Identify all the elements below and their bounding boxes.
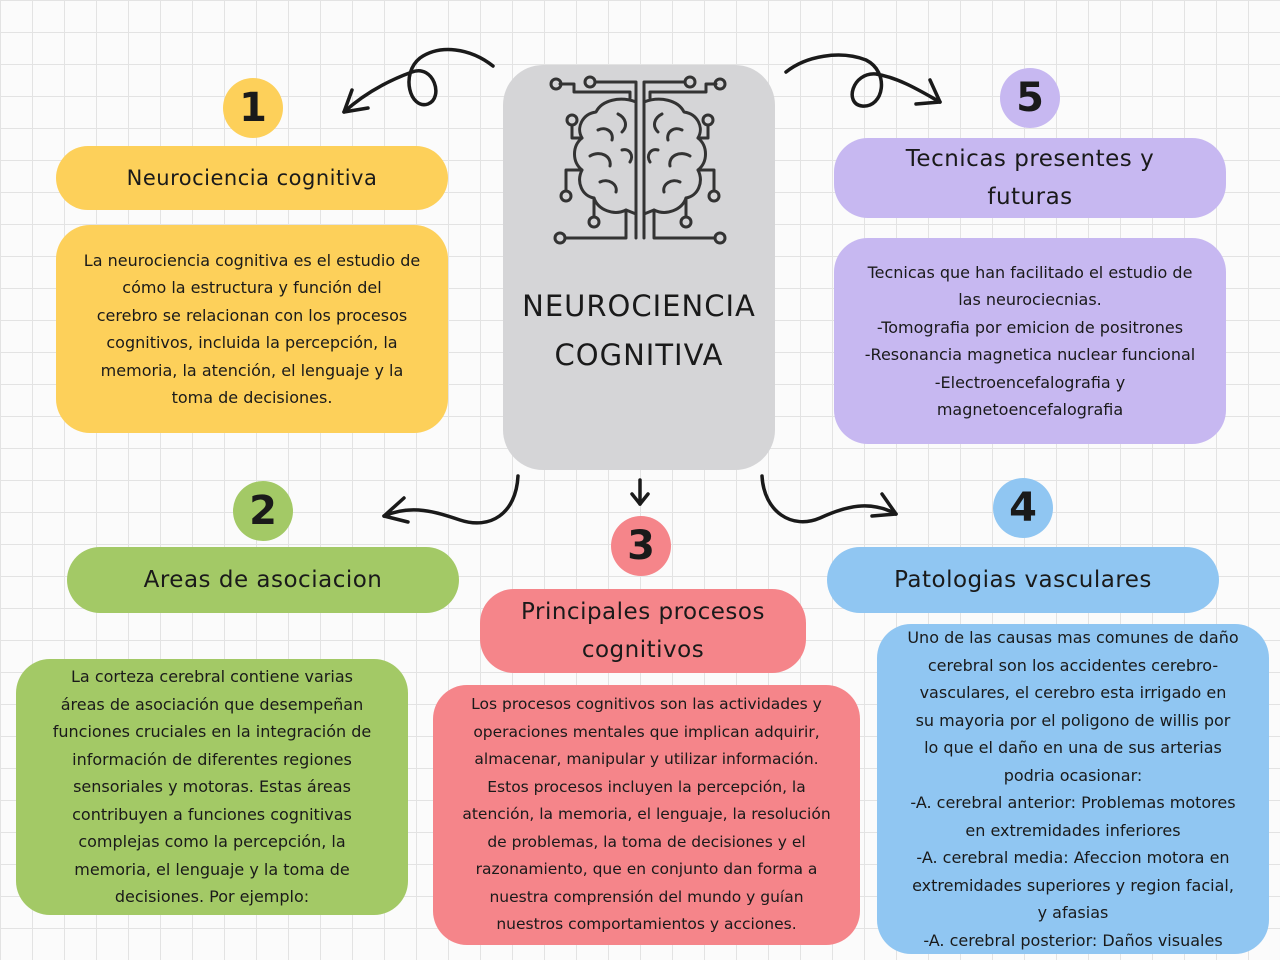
arrow-to-node-5: [784, 53, 942, 108]
node-1-number-badge: 1: [223, 78, 283, 138]
arrow-to-node-2: [382, 474, 520, 525]
node-3-title: Principales procesos cognitivos: [480, 589, 806, 673]
node-4-number-badge: 4: [993, 478, 1053, 538]
node-2-number-badge: 2: [233, 481, 293, 541]
node-3-body: Los procesos cognitivos son las activida…: [433, 685, 860, 945]
node-1-title: Neurociencia cognitiva: [56, 146, 448, 210]
node-5-title: Tecnicas presentes y futuras: [834, 138, 1226, 218]
arrow-to-node-4: [760, 474, 898, 524]
node-4-title: Patologias vasculares: [827, 547, 1219, 613]
node-2-title: Areas de asociacion: [67, 547, 459, 613]
central-card: [503, 65, 775, 470]
central-title: NEUROCIENCIA COGNITIVA: [522, 289, 756, 372]
arrow-to-node-1: [342, 47, 495, 114]
node-5-body: Tecnicas que han facilitado el estudio d…: [834, 238, 1226, 444]
node-1-body: La neurociencia cognitiva es el estudio …: [56, 225, 448, 433]
node-4-body: Uno de las causas mas comunes de daño ce…: [877, 624, 1269, 954]
node-2-body: La corteza cerebral contiene varias área…: [16, 659, 408, 915]
node-3-number-badge: 3: [611, 516, 671, 576]
node-5-number-badge: 5: [1000, 68, 1060, 128]
